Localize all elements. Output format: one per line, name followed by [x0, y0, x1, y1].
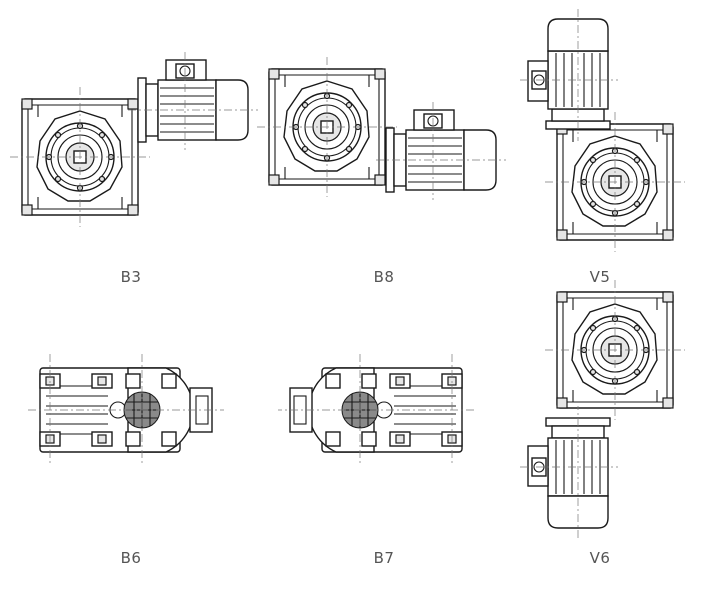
diagram-label-b7: B7	[373, 549, 395, 567]
diagram-b6	[0, 340, 260, 490]
gearmotor-v6-drawing	[519, 279, 686, 539]
diagram-b3	[0, 0, 260, 260]
diagram-v6	[505, 279, 705, 540]
gearmotor-b7-drawing	[277, 353, 475, 467]
gearmotor-b8-drawing	[256, 56, 507, 201]
diagram-label-b8: B8	[373, 268, 395, 286]
diagram-label-v5: V5	[589, 268, 611, 286]
diagram-v5	[505, 0, 705, 260]
diagram-b8	[240, 0, 520, 260]
gearmotor-b3-drawing	[9, 51, 259, 228]
diagram-label-b3: B3	[120, 268, 142, 286]
gearmotor-v5-drawing	[519, 8, 686, 253]
diagram-b7	[260, 340, 520, 490]
gearmotor-b6-drawing	[27, 353, 225, 467]
diagram-label-b6: B6	[120, 549, 142, 567]
diagram-label-v6: V6	[589, 549, 611, 567]
